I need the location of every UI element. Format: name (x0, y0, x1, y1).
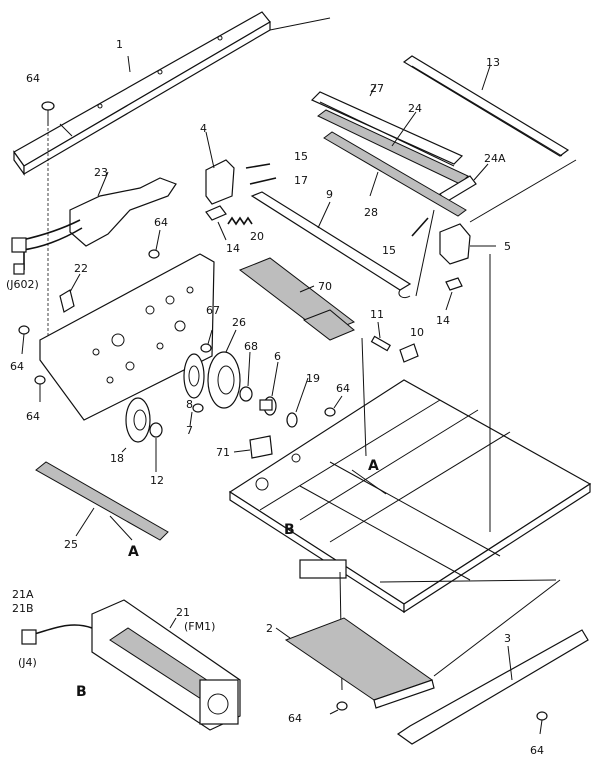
callout-8: 8 (186, 398, 193, 411)
fan-part-21 (21, 599, 241, 731)
ref-a-upper: A (368, 458, 379, 474)
callout-64c: 64 (10, 360, 24, 373)
callout-23: 23 (94, 166, 108, 179)
rail-part-1 (13, 11, 271, 176)
callout-24: 24 (408, 102, 422, 115)
rail-part-3 (396, 629, 589, 745)
callout-fm1: (FM1) (184, 620, 215, 633)
callout-24a: 24A (484, 152, 506, 165)
screw-64-top (41, 101, 55, 340)
callout-15b: 15 (382, 244, 396, 257)
gear-part-26 (207, 329, 241, 409)
callout-17: 17 (294, 174, 308, 187)
filter-part-2 (275, 617, 435, 709)
pad-part-14-top (205, 205, 227, 241)
left-side-plate (39, 253, 215, 421)
rail-part-25 (35, 461, 169, 541)
callout-13: 13 (486, 56, 500, 69)
rail-part-27 (310, 83, 464, 167)
callout-64b: 64 (154, 216, 168, 229)
harness-part-23 (11, 171, 177, 275)
callout-21: 21 (176, 606, 190, 619)
gear-part-8 (183, 353, 205, 399)
ref-b-lower: B (76, 684, 87, 700)
callout-22: 22 (74, 262, 88, 275)
callout-3: 3 (504, 632, 511, 645)
rail-part-28 (323, 131, 467, 217)
callout-20: 20 (250, 230, 264, 243)
screw-64-mid (148, 229, 161, 259)
callout-21b: 21B (12, 602, 34, 615)
callout-4: 4 (200, 122, 207, 135)
screw-64-left-lower (34, 375, 46, 402)
bushing-part-68 (239, 351, 253, 402)
gear-part-18 (121, 397, 151, 453)
screw-64-bottom-right (536, 711, 548, 735)
connector-part-22 (59, 273, 81, 313)
bracket-part-5 (439, 223, 496, 265)
pin-part-15-right (411, 217, 429, 237)
callout-68: 68 (244, 340, 258, 353)
ref-a-lower: A (128, 544, 139, 560)
callout-10: 10 (410, 326, 424, 339)
callout-19: 19 (306, 372, 320, 385)
sheet-part-70 (238, 257, 356, 341)
screw-64-bottom-center (329, 701, 348, 715)
shaft-part-11 (370, 321, 391, 352)
pad-part-14-right (445, 277, 463, 311)
callout-14b: 14 (436, 314, 450, 327)
pin-part-17 (249, 177, 277, 185)
pin-part-15-top (245, 163, 271, 169)
screw-part-7 (189, 403, 204, 427)
spring-part-20 (227, 216, 253, 226)
bracket-part-4 (205, 131, 235, 205)
callout-70: 70 (318, 280, 332, 293)
main-chassis (228, 379, 592, 614)
callout-5: 5 (504, 240, 511, 253)
gear-part-6 (259, 361, 279, 416)
callout-21a: 21A (12, 588, 34, 601)
callout-18: 18 (110, 452, 124, 465)
callout-64d: 64 (336, 382, 350, 395)
screw-part-67 (200, 329, 213, 353)
callout-11: 11 (370, 308, 384, 321)
callout-28: 28 (364, 206, 378, 219)
callout-j4: (J4) (18, 656, 37, 669)
callout-7: 7 (186, 424, 193, 437)
clip-part-10 (399, 343, 419, 363)
callout-15a: 15 (294, 150, 308, 163)
callout-14a: 14 (226, 242, 240, 255)
callout-6: 6 (274, 350, 281, 363)
bushing-part-12 (149, 422, 163, 472)
callout-25: 25 (64, 538, 78, 551)
shaft-part-9 (250, 191, 412, 299)
callout-9: 9 (326, 188, 333, 201)
callout-64a: 64 (26, 72, 40, 85)
callout-2: 2 (266, 622, 273, 635)
callout-j602: (J602) (6, 278, 39, 291)
callout-67: 67 (206, 304, 220, 317)
sheet-part-71 (233, 435, 273, 459)
ref-b-upper: B (284, 522, 295, 538)
callout-64f: 64 (288, 712, 302, 725)
bushing-part-19 (286, 377, 309, 428)
callout-71: 71 (216, 446, 230, 459)
screw-64-left-upper (18, 325, 30, 355)
callout-1: 1 (116, 38, 123, 51)
callout-27: 27 (370, 82, 384, 95)
rail-part-24 (317, 109, 469, 185)
rail-part-13 (402, 55, 570, 157)
callout-64e: 64 (26, 410, 40, 423)
callout-64g: 64 (530, 744, 544, 757)
screw-64-mid-right (324, 395, 343, 417)
callout-12: 12 (150, 474, 164, 487)
callout-26: 26 (232, 316, 246, 329)
